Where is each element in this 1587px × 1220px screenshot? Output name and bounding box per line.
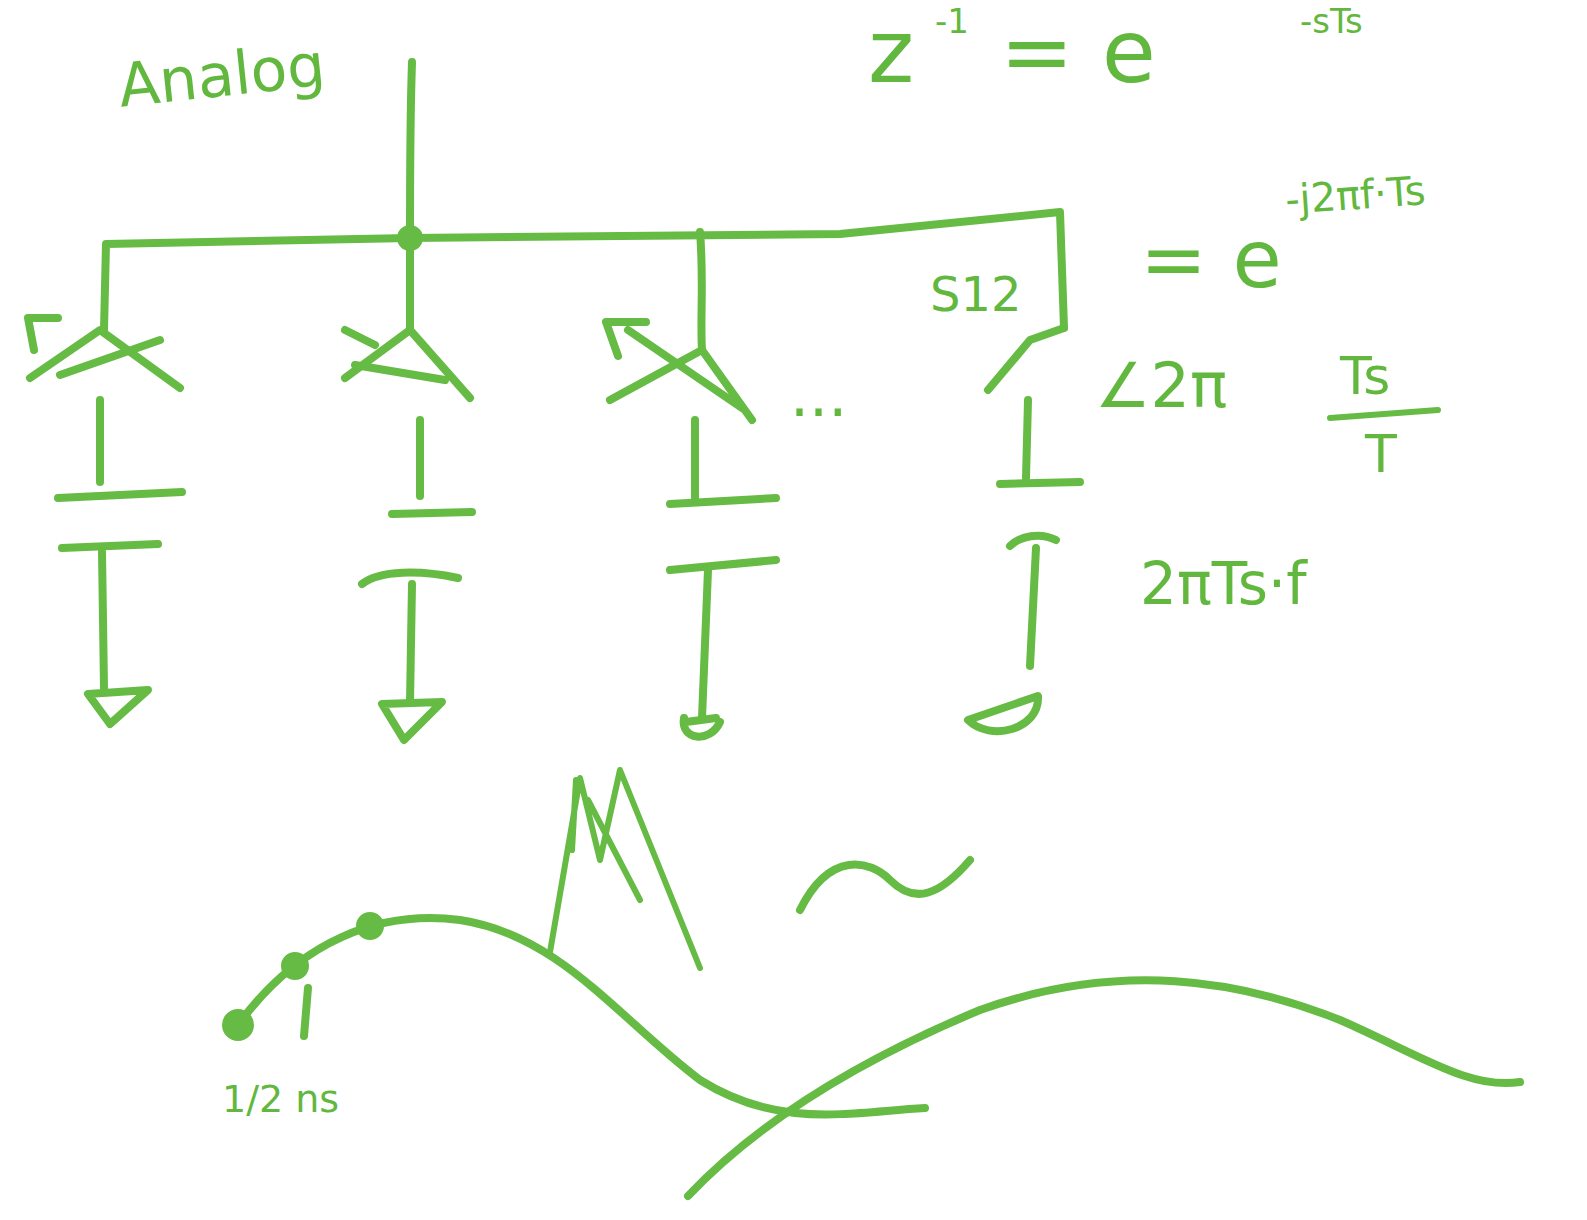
formula-text: 2πTs·f (1140, 555, 1307, 613)
ground-symbol (684, 718, 720, 737)
switch-symbol (345, 330, 470, 398)
angle-text: ∠2π (1095, 355, 1227, 417)
fraction-bar (1330, 410, 1438, 418)
branch-wire (700, 232, 702, 350)
wire (1026, 400, 1028, 478)
wire (416, 420, 424, 496)
capacitor-symbol (362, 512, 472, 584)
sample-dot (226, 1013, 250, 1037)
branch-wire (406, 238, 414, 330)
ellipsis-text: ... (790, 365, 847, 425)
tick-mark (304, 988, 308, 1036)
denominator-text: T (1365, 428, 1397, 480)
equation-text: z (868, 8, 914, 96)
superscript-text: -sTs (1300, 4, 1363, 38)
tilde-mark (800, 860, 970, 910)
ground-symbol (968, 696, 1038, 731)
superscript-text: -1 (935, 4, 969, 38)
spike-sketch (550, 770, 700, 968)
wire (102, 552, 104, 688)
switch-label: S12 (930, 270, 1022, 318)
equation-text: = e (1140, 220, 1282, 300)
sample-dot (360, 916, 380, 936)
switch-symbol (606, 322, 752, 420)
switch-symbol (988, 328, 1064, 390)
time-label: 1/2 ns (222, 1080, 339, 1118)
ground-symbol (88, 690, 148, 724)
wire (691, 420, 699, 498)
bus-wire (104, 212, 1064, 330)
input-wire (410, 62, 412, 238)
ground-symbol (382, 702, 442, 740)
capacitor-symbol (58, 492, 182, 548)
switch-symbol (28, 318, 180, 388)
wire (1030, 548, 1036, 666)
capacitor-symbol (1000, 482, 1080, 546)
superscript-text: -j2πf·Ts (1284, 170, 1427, 220)
wire (702, 570, 708, 718)
waveform (238, 918, 925, 1114)
numerator-text: Ts (1340, 350, 1390, 402)
capacitor-symbol (670, 498, 776, 570)
wire (96, 400, 104, 482)
sample-dot (285, 956, 305, 976)
equation-text: = e (1000, 8, 1156, 96)
wire (410, 584, 412, 702)
input-label: Analog (115, 34, 327, 115)
waveform (688, 980, 1520, 1196)
